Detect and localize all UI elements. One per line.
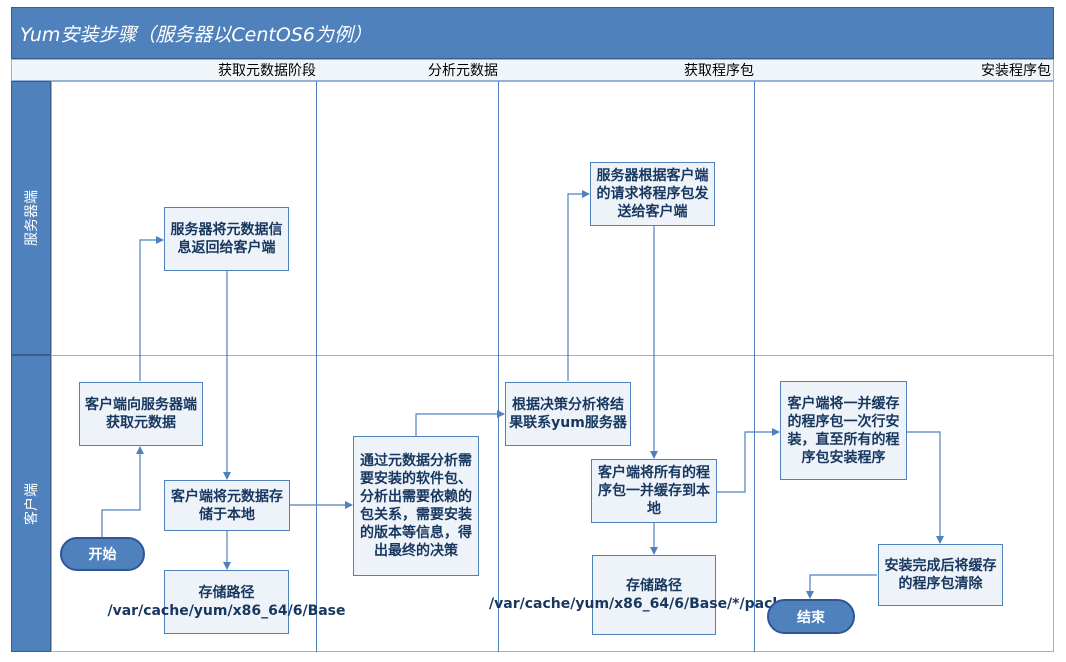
arrow-clean-to-end (806, 574, 877, 599)
phase-header-metadata: 获取元数据阶段 (218, 63, 316, 79)
server-send-box: 服务器根据客户端的请求将程序包发送给客户端 (590, 162, 715, 226)
end-node: 结束 (767, 599, 855, 634)
arrow-contact-to-server-send (567, 190, 590, 381)
analyze-box: 通过元数据分析需要安装的软件包、分析出需要依赖的包关系，需要安装的版本等信息，得… (353, 436, 479, 576)
lane-divider (51, 355, 1054, 356)
title-bar: Yum安装步骤（服务器以CentOS6为例） (11, 7, 1054, 59)
clean-box: 安装完成后将缓存的程序包清除 (878, 544, 1003, 606)
phase-divider-2 (498, 81, 499, 652)
client-store-meta-box: 客户端将元数据存储于本地 (164, 480, 290, 531)
phase-header-fetch: 获取程序包 (684, 63, 754, 79)
phase-divider-1 (316, 81, 317, 652)
arrow-start-to-request (101, 446, 144, 538)
client-cache-pkgs-box: 客户端将所有的程序包一并缓存到本地 (591, 459, 717, 523)
server-return-box: 服务器将元数据信息返回给客户端 (164, 207, 289, 271)
phase-header-analyze: 分析元数据 (428, 63, 498, 79)
path-base-box: 存储路径 /var/cache/yum/x86_64/6/Base (107, 570, 346, 634)
phase-header-row: 获取元数据阶段 分析元数据 获取程序包 安装程序包 (11, 59, 1054, 81)
contact-server-box: 根据决策分析将结果联系yum服务器 (505, 382, 631, 446)
phase-divider-3 (754, 81, 755, 652)
arrow-analyze-to-contact (415, 410, 505, 436)
phase-header-install: 安装程序包 (981, 63, 1051, 79)
client-request-box: 客户端向服务器端获取元数据 (79, 382, 203, 446)
start-node: 开始 (60, 537, 145, 571)
lane-label-column: 服务器端 客户端 (11, 81, 51, 652)
diagram-title: Yum安装步骤（服务器以CentOS6为例） (20, 24, 372, 46)
arrow-install-to-clean (907, 431, 944, 544)
install-box: 客户端将一并缓存的程序包一次行安装，直至所有的程序包安装程序 (780, 381, 907, 480)
arrow-request-to-server (139, 236, 164, 381)
lane-label-client: 客户端 (11, 355, 51, 652)
path-packages-box: 存储路径 /var/cache/yum/x86_64/6/Base/*/pack… (489, 555, 819, 635)
lane-area (51, 81, 1054, 652)
arrow-cache-to-install (717, 428, 780, 493)
lane-label-server: 服务器端 (11, 81, 51, 355)
